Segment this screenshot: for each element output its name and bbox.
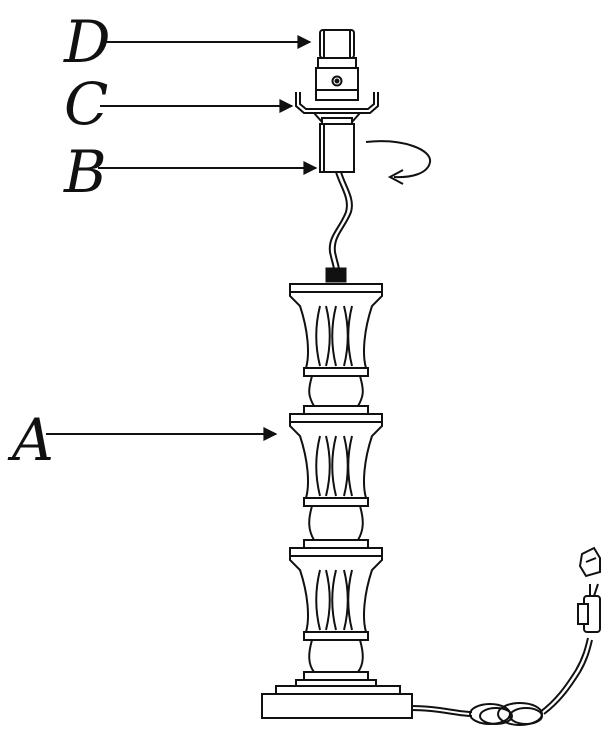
part-d-socket xyxy=(315,29,359,101)
cord-upper xyxy=(328,171,353,271)
part-c-harp-holder xyxy=(295,92,379,125)
cord-lower xyxy=(411,637,593,726)
lamp-base xyxy=(261,685,413,719)
cord-connector xyxy=(325,267,347,283)
callout-d: D xyxy=(63,8,312,76)
callout-letter-b: B xyxy=(63,138,107,206)
callout-a: A xyxy=(7,406,278,474)
callout-letter-a: A xyxy=(7,406,54,474)
power-plug-icon xyxy=(577,583,601,633)
callout-c: C xyxy=(64,70,294,138)
part-b-neck xyxy=(319,123,355,173)
part-a-lamp-body xyxy=(289,283,383,689)
plug-cap-icon xyxy=(578,546,601,578)
callout-letter-c: C xyxy=(64,70,108,138)
rotation-arrow-icon xyxy=(365,140,432,185)
callout-b: B xyxy=(63,138,318,206)
